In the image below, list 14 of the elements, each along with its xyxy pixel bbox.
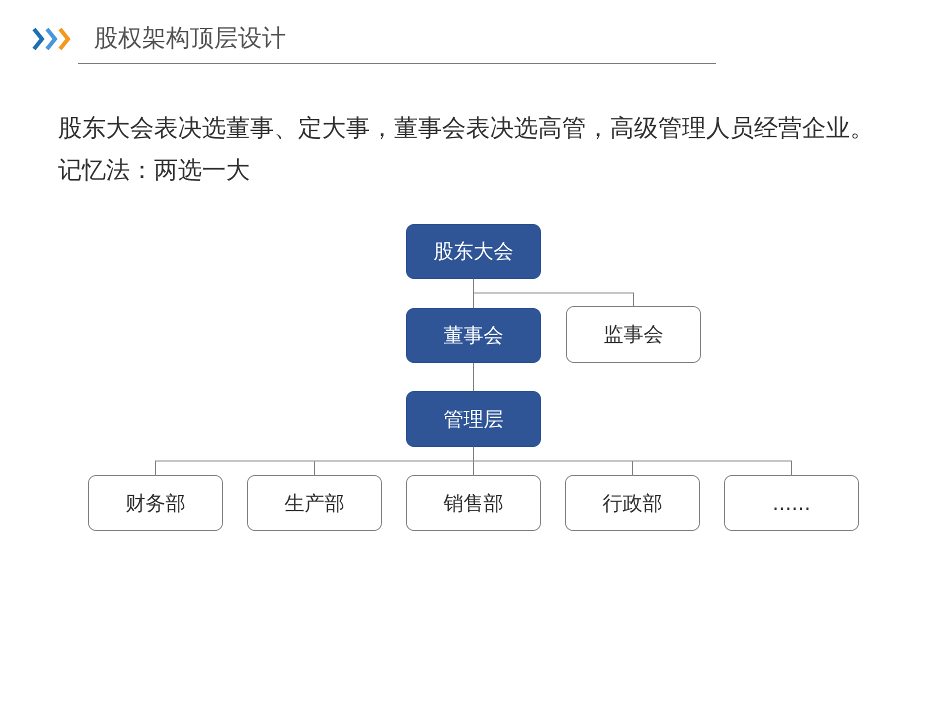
title: 股权架构顶层设计: [94, 23, 286, 54]
org-box: 董事会: [406, 308, 541, 363]
connector-line: [473, 362, 474, 392]
org-box: ......: [724, 475, 859, 531]
org-box: 股东大会: [406, 224, 541, 279]
org-box: 生产部: [247, 475, 382, 531]
org-box: 财务部: [88, 475, 223, 531]
org-box: 销售部: [406, 475, 541, 531]
org-box: 监事会: [566, 306, 701, 363]
org-box: 行政部: [565, 475, 700, 531]
org-box: 管理层: [406, 391, 541, 447]
text-line: 记忆法：两选一大: [58, 155, 250, 186]
text-line: 股东大会表决选董事、定大事，董事会表决选高管，高级管理人员经营企业。: [58, 113, 874, 144]
connector-line: [473, 278, 634, 306]
